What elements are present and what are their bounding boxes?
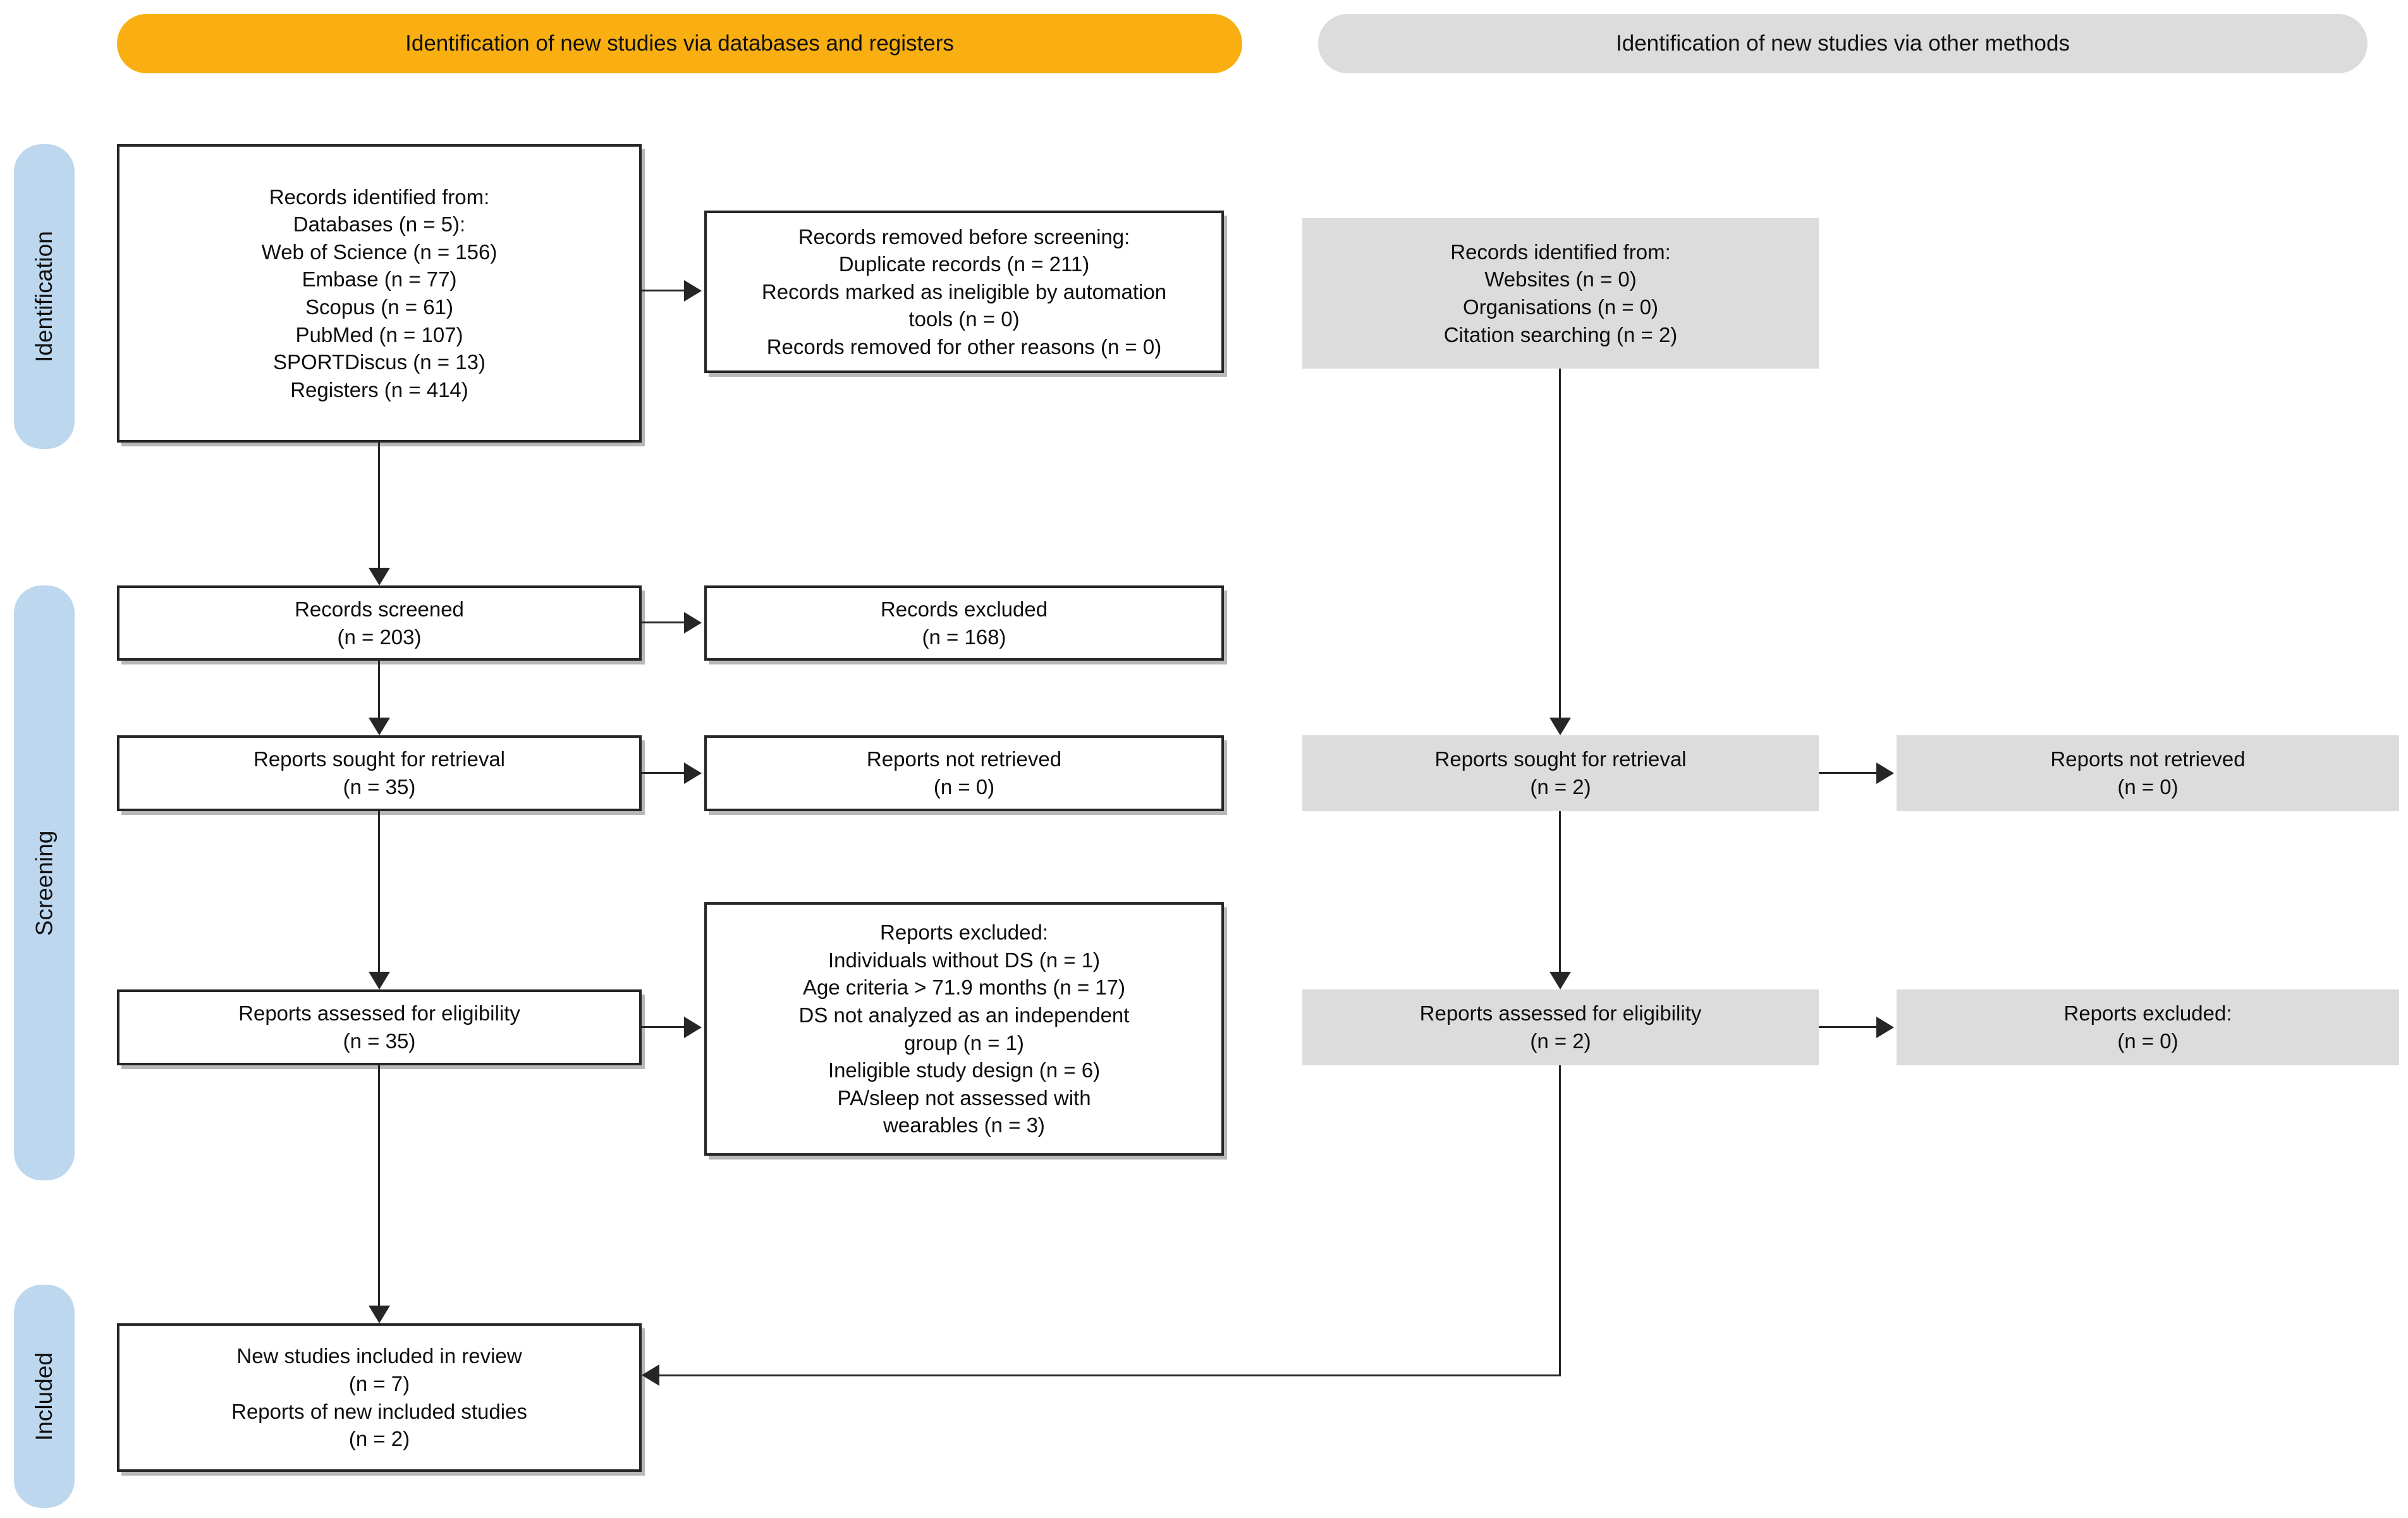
- box-new-studies-included: New studies included in review (n = 7) R…: [117, 1323, 642, 1472]
- stage-included: Included: [14, 1285, 75, 1508]
- arrow-other-assessed-to-included-head: [642, 1364, 659, 1386]
- arrow-other-assessed-to-excluded-line: [1819, 1026, 1876, 1028]
- box-other-records-identified: Records identified from: Websites (n = 0…: [1302, 218, 1819, 369]
- arrow-screened-to-excluded-head: [684, 612, 702, 634]
- arrow-screened-to-sought-head: [369, 718, 390, 735]
- box-records-excluded-text: Records excluded (n = 168): [880, 597, 1048, 649]
- box-records-removed: Records removed before screening: Duplic…: [704, 211, 1224, 373]
- box-records-screened-text: Records screened (n = 203): [295, 597, 464, 649]
- arrow-sought-to-notretrieved-head: [684, 762, 702, 784]
- stage-screening-label: Screening: [31, 830, 58, 936]
- arrow-assessed-to-included-head: [369, 1306, 390, 1323]
- box-other-reports-assessed-text: Reports assessed for eligibility (n = 2): [1419, 1001, 1702, 1053]
- box-reports-sought-text: Reports sought for retrieval (n = 35): [253, 747, 505, 799]
- arrow-other-identified-to-sought-line: [1559, 369, 1561, 718]
- arrow-assessed-to-excluded-line: [642, 1026, 684, 1028]
- stage-identification: Identification: [14, 144, 75, 449]
- box-other-reports-not-retrieved: Reports not retrieved (n = 0): [1897, 735, 2399, 811]
- box-other-reports-not-retrieved-text: Reports not retrieved (n = 0): [2050, 747, 2246, 799]
- stage-identification-label: Identification: [31, 231, 57, 362]
- box-reports-not-retrieved-text: Reports not retrieved (n = 0): [866, 747, 1062, 799]
- arrow-identified-to-removed-line: [642, 290, 684, 291]
- arrow-other-identified-to-sought-head: [1549, 718, 1571, 735]
- box-records-removed-text: Records removed before screening: Duplic…: [761, 224, 1167, 358]
- stage-screening: Screening: [14, 585, 75, 1180]
- arrow-other-assessed-to-excluded-head: [1876, 1017, 1894, 1038]
- banner-databases-registers-label: Identification of new studies via databa…: [405, 31, 954, 56]
- banner-databases-registers: Identification of new studies via databa…: [117, 14, 1242, 73]
- box-reports-assessed: Reports assessed for eligibility (n = 35…: [117, 989, 642, 1065]
- arrow-screened-to-sought-line: [378, 661, 380, 718]
- banner-other-methods: Identification of new studies via other …: [1318, 14, 2368, 73]
- box-reports-not-retrieved: Reports not retrieved (n = 0): [704, 735, 1224, 811]
- arrow-other-sought-to-notretrieved-line: [1819, 772, 1876, 774]
- arrow-sought-to-assessed-line: [378, 811, 380, 972]
- arrow-other-sought-to-assessed-line: [1559, 811, 1561, 972]
- arrow-identified-to-screened-head: [369, 568, 390, 585]
- arrow-sought-to-notretrieved-line: [642, 772, 684, 774]
- arrow-identified-to-removed-head: [684, 280, 702, 302]
- arrow-identified-to-screened-line: [378, 443, 380, 568]
- box-records-identified-text: Records identified from: Databases (n = …: [261, 185, 498, 401]
- box-other-reports-sought-text: Reports sought for retrieval (n = 2): [1434, 747, 1687, 799]
- arrow-screened-to-excluded-line: [642, 621, 684, 623]
- box-other-reports-excluded: Reports excluded: (n = 0): [1897, 989, 2399, 1065]
- arrow-other-assessed-to-included-horizontal: [659, 1374, 1561, 1376]
- box-new-studies-included-text: New studies included in review (n = 7) R…: [231, 1344, 527, 1451]
- box-other-records-identified-text: Records identified from: Websites (n = 0…: [1443, 240, 1678, 346]
- stage-included-label: Included: [31, 1352, 58, 1441]
- box-records-screened: Records screened (n = 203): [117, 585, 642, 661]
- box-other-reports-excluded-text: Reports excluded: (n = 0): [2063, 1001, 2232, 1053]
- arrow-assessed-to-excluded-head: [684, 1017, 702, 1038]
- box-other-reports-assessed: Reports assessed for eligibility (n = 2): [1302, 989, 1819, 1065]
- arrow-sought-to-assessed-head: [369, 972, 390, 989]
- arrow-other-sought-to-assessed-head: [1549, 972, 1571, 989]
- box-reports-excluded: Reports excluded: Individuals without DS…: [704, 902, 1224, 1156]
- box-reports-excluded-text: Reports excluded: Individuals without DS…: [798, 921, 1130, 1137]
- arrow-other-assessed-to-included-vertical: [1559, 1065, 1561, 1376]
- box-reports-sought: Reports sought for retrieval (n = 35): [117, 735, 642, 811]
- box-reports-assessed-text: Reports assessed for eligibility (n = 35…: [238, 1001, 520, 1053]
- box-other-reports-sought: Reports sought for retrieval (n = 2): [1302, 735, 1819, 811]
- box-records-identified: Records identified from: Databases (n = …: [117, 144, 642, 443]
- arrow-other-sought-to-notretrieved-head: [1876, 762, 1894, 784]
- banner-other-methods-label: Identification of new studies via other …: [1616, 31, 2070, 56]
- box-records-excluded: Records excluded (n = 168): [704, 585, 1224, 661]
- arrow-assessed-to-included-line: [378, 1065, 380, 1306]
